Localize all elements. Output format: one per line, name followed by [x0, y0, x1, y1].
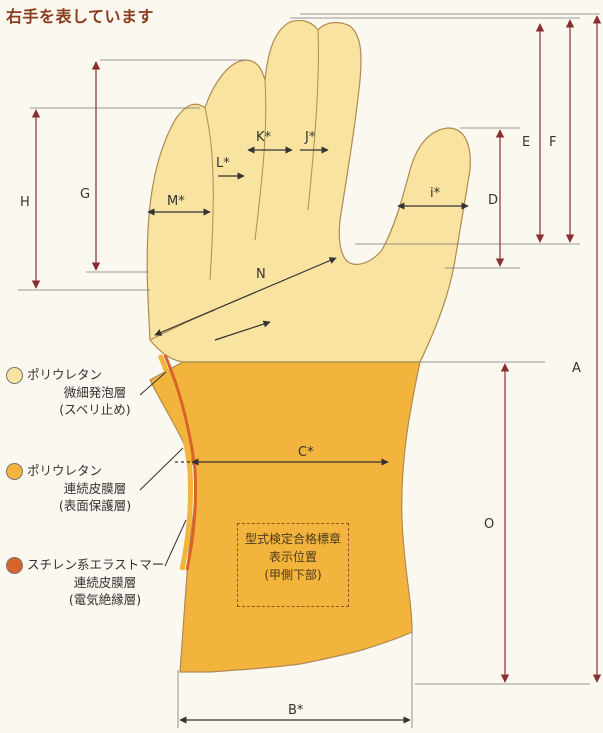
stamp-line3: (甲側下部) [264, 568, 322, 582]
label-K: K* [256, 130, 272, 145]
label-E: E [522, 135, 530, 150]
label-O: O [484, 517, 494, 532]
label-N: N [256, 267, 266, 282]
legend-item-surface-layer: ポリウレタン 連続皮膜層 (表面保護層) [6, 462, 166, 514]
layer-section-insulation [163, 354, 198, 571]
label-J: J* [304, 130, 316, 145]
dim-N-line-2 [214, 320, 271, 341]
label-L: L* [216, 156, 230, 171]
vertical-dimension-arrows [31, 15, 602, 683]
legend-surface-line2: 連続皮膜層 [63, 481, 127, 496]
legend-surface-line3: (表面保護層) [58, 498, 132, 513]
finger-crease-3 [307, 29, 319, 211]
legend-foam-line2: 微細発泡層 [63, 385, 127, 400]
label-G: G [80, 187, 90, 202]
legend-insulation-line3: (電気絶縁層) [68, 592, 142, 607]
layer-section-outer [157, 354, 194, 571]
label-H: H [20, 195, 30, 210]
label-A: A [572, 361, 581, 376]
legend-item-foam-layer: ポリウレタン 微細発泡層 (スベリ止め) [6, 366, 166, 418]
label-F: F [549, 135, 556, 150]
legend-insulation-line1: スチレン系エラストマー [27, 557, 165, 572]
legend-leaders [139, 371, 187, 567]
legend-surface-line1: ポリウレタン [27, 463, 103, 478]
legend-foam-line1: ポリウレタン [27, 367, 103, 382]
legend-swatch-surface [6, 463, 23, 480]
label-M: M* [167, 194, 185, 209]
dim-N-line [154, 257, 337, 336]
certification-mark-position: 型式検定合格標章 表示位置 (甲側下部) [237, 523, 349, 607]
label-D: D [488, 193, 498, 208]
glove-palm [146, 19, 471, 363]
stamp-line1: 型式検定合格標章 [244, 532, 341, 546]
legend-insulation-line2: 連続皮膜層 [73, 575, 137, 590]
finger-crease-1 [204, 107, 214, 281]
finger-crease-2 [254, 79, 267, 241]
horizontal-dimension-arrows [147, 146, 469, 724]
legend-item-insulation-layer: スチレン系エラストマー 連続皮膜層 (電気絶縁層) [6, 556, 186, 608]
dimension-labels: A B* C* D E F G H i* J* K* L* M* N O [20, 130, 581, 718]
label-i: i* [430, 186, 441, 201]
stamp-line2: 表示位置 [268, 550, 317, 564]
legend-foam-line3: (スベリ止め) [59, 402, 131, 417]
label-C: C* [298, 445, 314, 460]
label-B: B* [288, 703, 304, 718]
reference-lines [18, 13, 600, 728]
legend-swatch-insulation [6, 557, 23, 574]
page-title: 右手を表しています [6, 7, 155, 26]
legend-swatch-foam [6, 367, 23, 384]
